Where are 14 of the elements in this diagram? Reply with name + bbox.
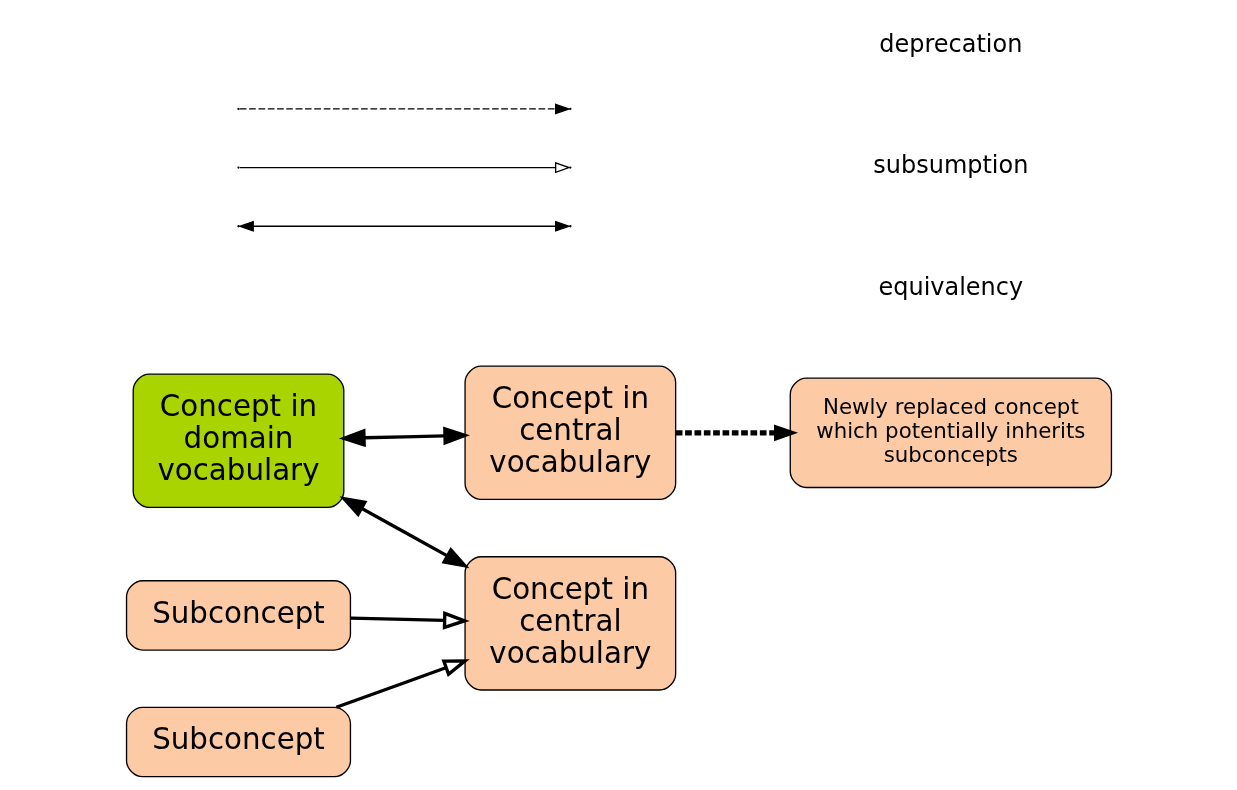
node-box: Concept in domain vocabulary bbox=[132, 373, 344, 508]
legend-label: subsumption bbox=[872, 150, 1028, 179]
arrow bbox=[338, 426, 470, 447]
node-box: Concept in central vocabulary bbox=[463, 365, 676, 500]
arrow bbox=[675, 423, 798, 441]
legend-label: deprecation bbox=[878, 29, 1022, 58]
arrow bbox=[339, 495, 469, 568]
node-box: Subconcept bbox=[125, 706, 351, 777]
node-box: Newly replaced concept which potentially inherits subconcepts bbox=[789, 377, 1112, 488]
arrow bbox=[350, 610, 470, 630]
legend-label: equivalency bbox=[878, 272, 1023, 301]
arrow bbox=[335, 658, 470, 709]
node-box: Subconcept bbox=[125, 579, 351, 651]
node-box: Concept in central vocabulary bbox=[463, 555, 676, 691]
